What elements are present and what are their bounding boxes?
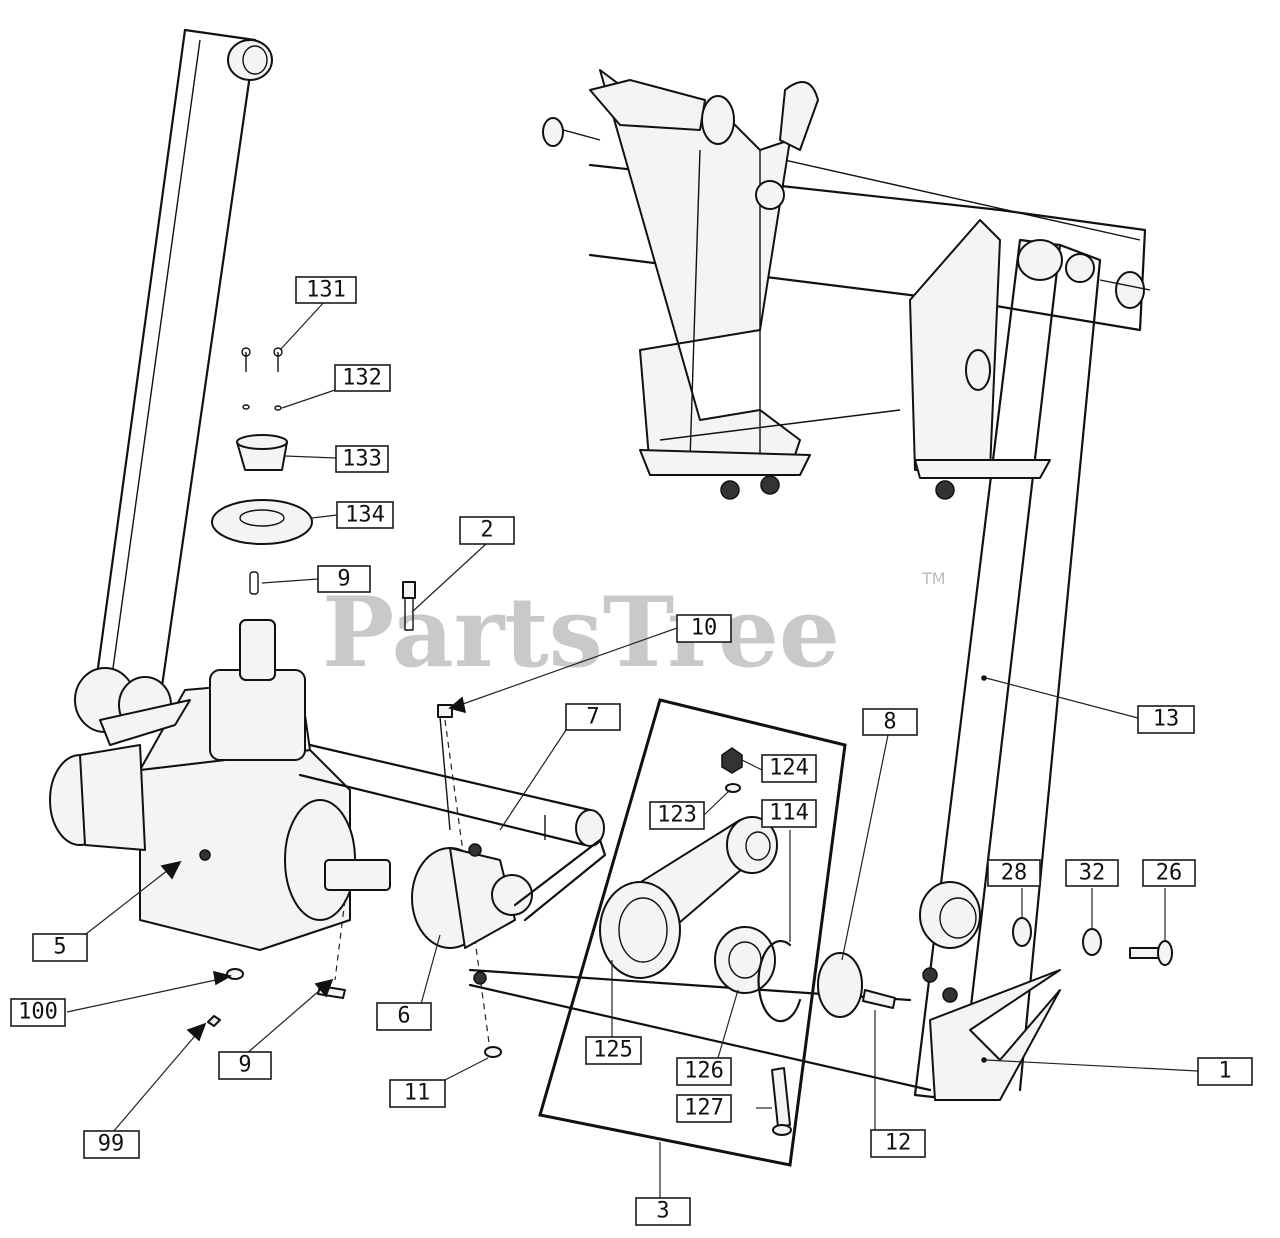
callout-28-text: 28	[1001, 861, 1028, 886]
callout-26-text: 26	[1156, 861, 1183, 886]
callout-11-text: 11	[404, 1081, 431, 1106]
callout-6-text: 6	[397, 1004, 410, 1029]
callout-9-upper: 9	[317, 565, 371, 593]
right-lift-arm	[913, 238, 1102, 1102]
callout-126-text: 126	[684, 1059, 724, 1084]
gearbox	[49, 619, 391, 951]
callout-3: 3	[635, 1197, 691, 1226]
callout-99: 99	[83, 1130, 140, 1159]
callout-125-text: 125	[593, 1038, 633, 1063]
callout-12-text: 12	[885, 1131, 912, 1156]
shaft	[298, 743, 605, 847]
callout-9-upper-text: 9	[337, 567, 350, 592]
callout-100: 100	[10, 998, 66, 1027]
callout-13-text: 13	[1153, 707, 1180, 732]
callout-12: 12	[870, 1129, 926, 1158]
callout-132-text: 132	[342, 366, 382, 391]
callout-134: 134	[336, 501, 394, 529]
callout-131: 131	[295, 276, 357, 304]
callout-1: 1	[1197, 1057, 1253, 1086]
callout-9-lower-text: 9	[238, 1053, 251, 1078]
callout-134-text: 134	[345, 503, 385, 528]
callout-1-text: 1	[1218, 1059, 1231, 1084]
leader-lines	[66, 299, 1199, 1200]
callout-5-text: 5	[53, 935, 66, 960]
callout-127: 127	[676, 1094, 732, 1123]
watermark-text: PartsTree	[322, 576, 840, 689]
callout-7-text: 7	[586, 705, 599, 730]
pulley-stack	[211, 347, 313, 595]
callout-32: 32	[1065, 859, 1119, 887]
callout-2-text: 2	[480, 518, 493, 543]
callout-125: 125	[585, 1036, 642, 1065]
callout-32-text: 32	[1079, 861, 1106, 886]
callout-114-text: 114	[769, 801, 809, 826]
callout-7: 7	[565, 703, 621, 731]
callout-114: 114	[761, 799, 817, 828]
callout-8: 8	[862, 708, 918, 736]
callout-9-lower: 9	[218, 1051, 272, 1080]
loose-hardware	[1012, 917, 1173, 966]
callout-123: 123	[649, 801, 705, 830]
callout-126: 126	[676, 1057, 732, 1086]
callout-132: 132	[334, 364, 391, 392]
callout-10-text: 10	[691, 616, 718, 641]
callout-13: 13	[1137, 705, 1195, 734]
kit-parts	[599, 747, 802, 1136]
callout-10: 10	[676, 614, 732, 643]
callout-6: 6	[376, 1002, 432, 1031]
callout-133-text: 133	[342, 447, 382, 472]
callout-123-text: 123	[657, 803, 697, 828]
callout-26: 26	[1142, 859, 1196, 887]
hitch-assembly	[542, 69, 1151, 500]
callout-131-text: 131	[306, 278, 346, 303]
callout-127-text: 127	[684, 1096, 724, 1121]
callout-99-text: 99	[98, 1132, 125, 1157]
callout-100-text: 100	[18, 1000, 58, 1025]
callout-3-text: 3	[656, 1199, 669, 1224]
callout-133: 133	[335, 445, 389, 473]
washer-and-bolt	[817, 952, 896, 1018]
kit-frame	[538, 698, 847, 1167]
callout-11: 11	[389, 1079, 446, 1108]
callout-124-text: 124	[769, 756, 809, 781]
callout-8-text: 8	[883, 710, 896, 735]
callout-124: 124	[761, 754, 817, 783]
callout-28: 28	[987, 859, 1041, 887]
callout-2: 2	[459, 516, 515, 545]
watermark-trademark: TM	[921, 569, 946, 588]
coupler	[411, 838, 607, 949]
left-lift-arm	[74, 28, 273, 734]
callout-5: 5	[32, 933, 88, 962]
